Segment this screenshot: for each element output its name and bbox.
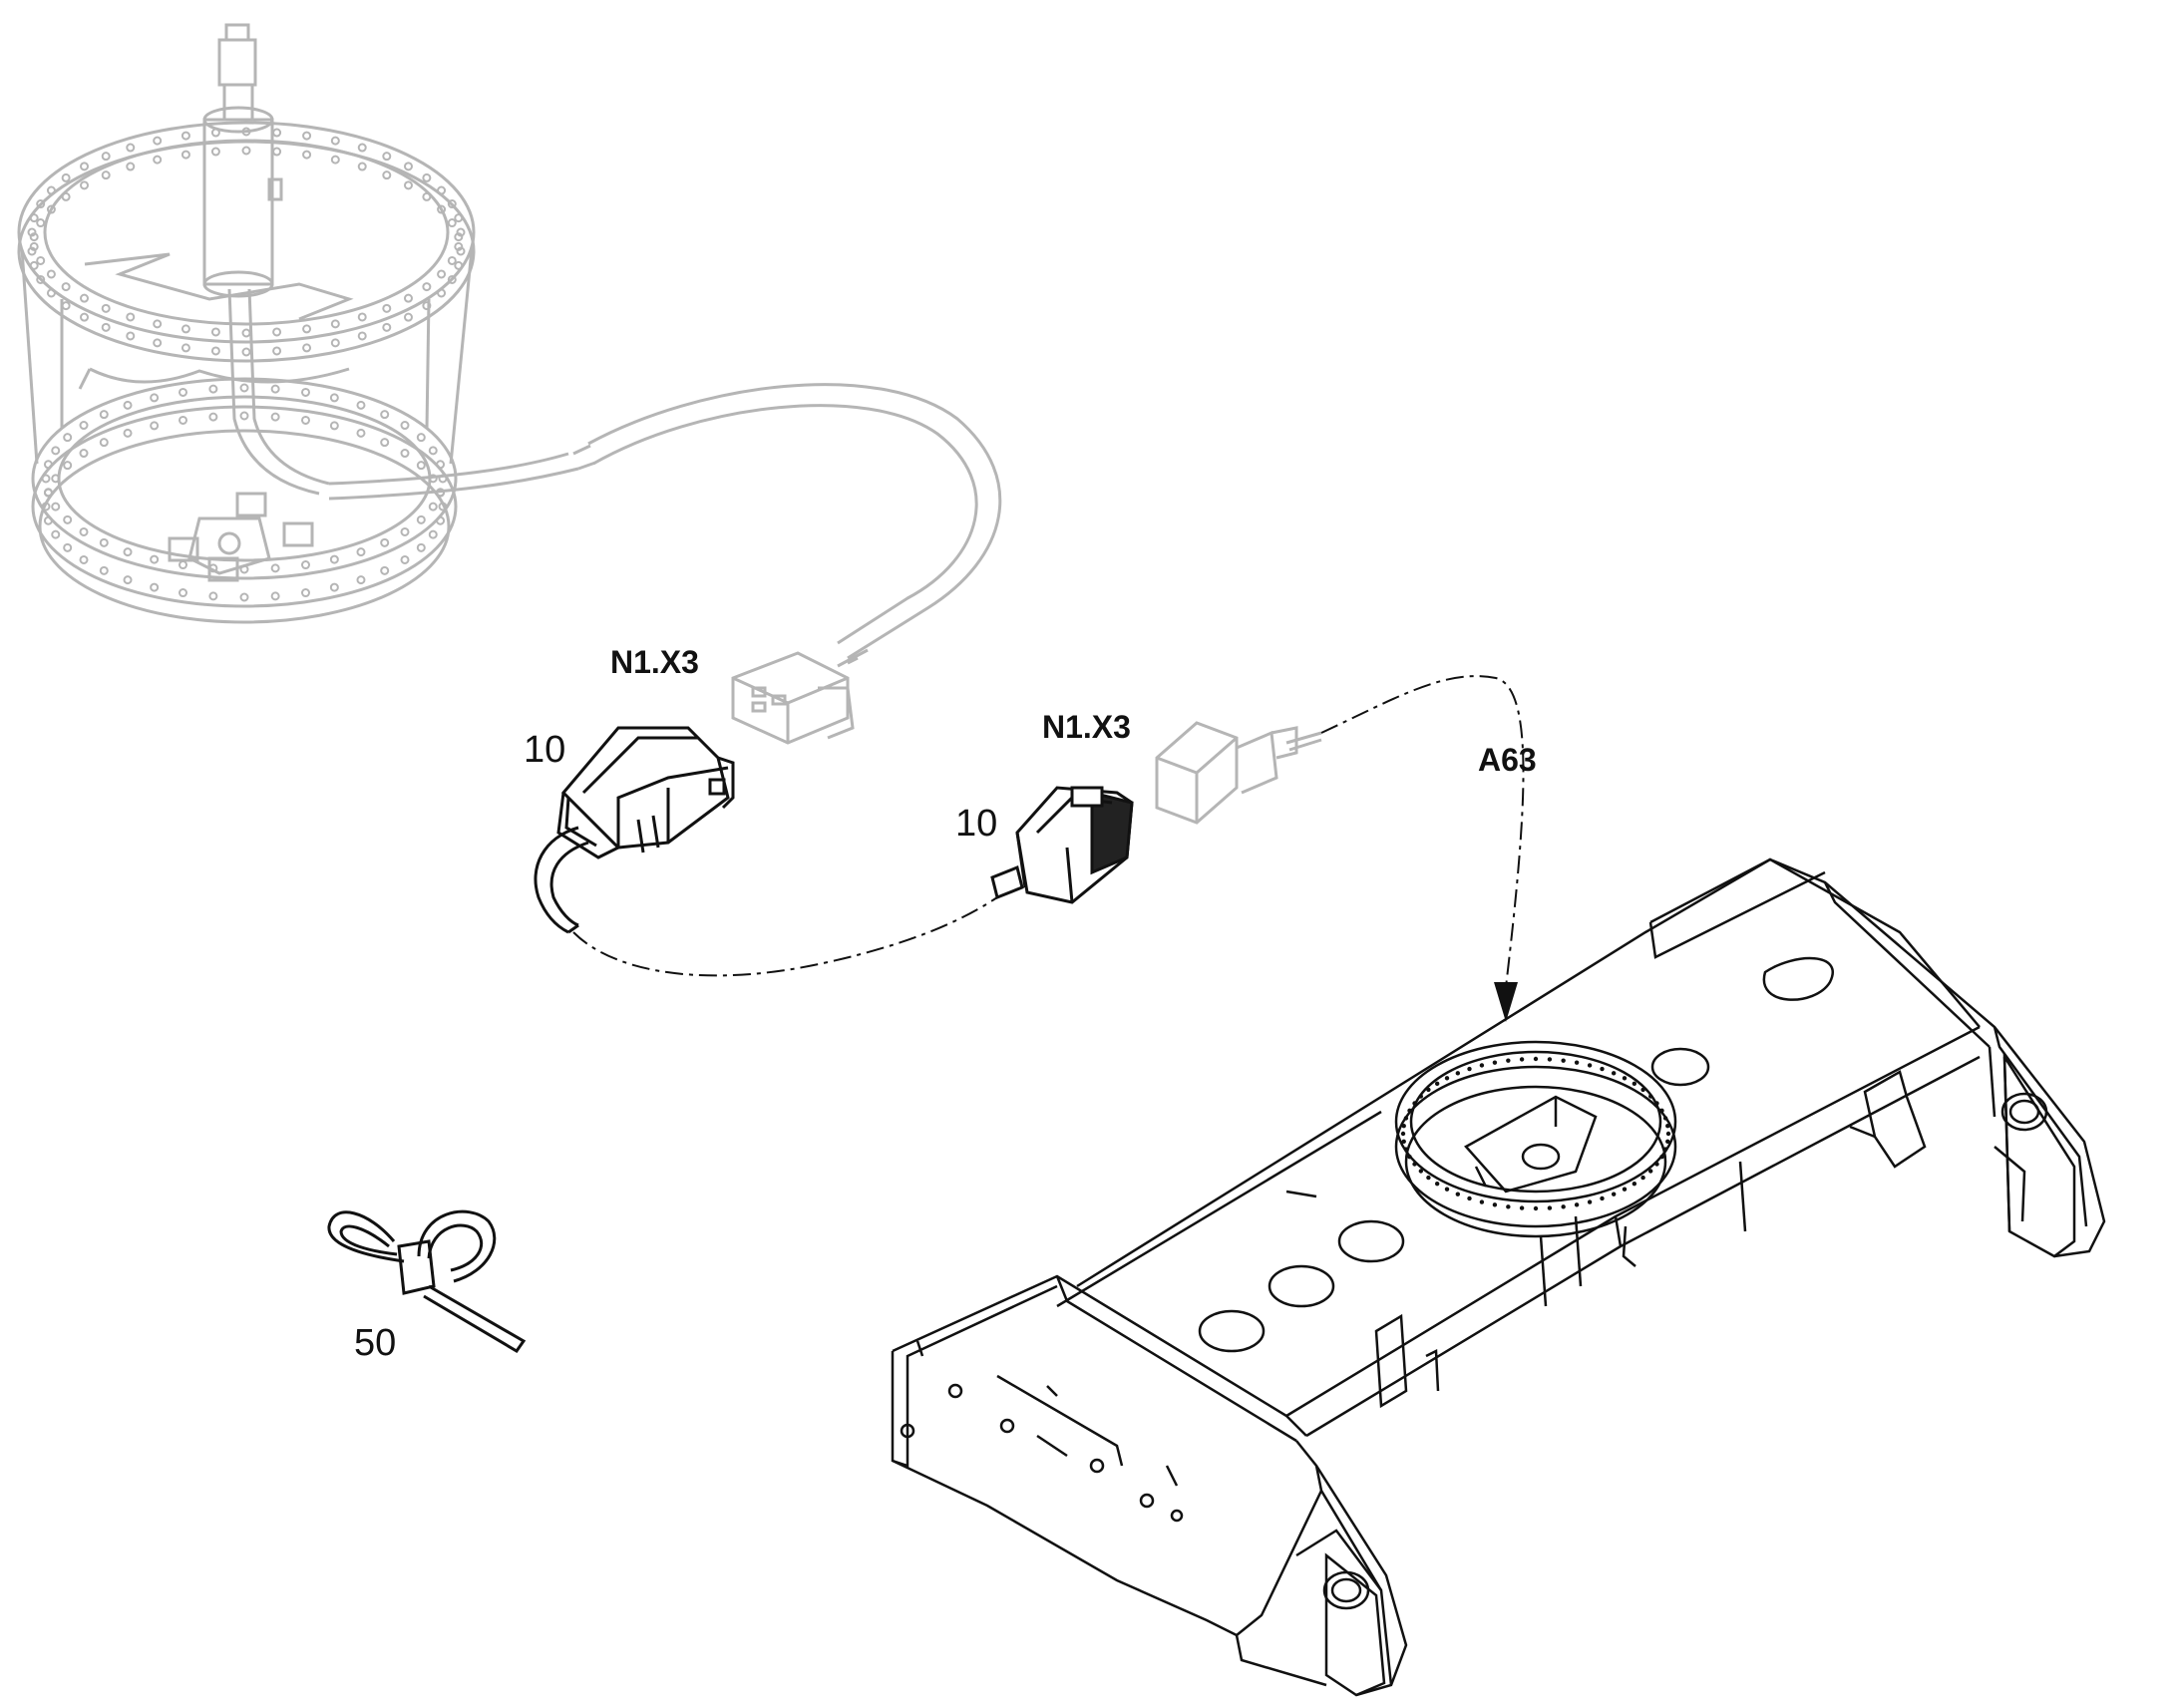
item-number-50: 50 bbox=[354, 1322, 397, 1364]
connector-label-mid: N1.X3 bbox=[1042, 709, 1131, 745]
target-label-a63: A63 bbox=[1478, 742, 1537, 778]
plug-connector-left bbox=[534, 726, 735, 934]
arrow-a63 bbox=[1494, 982, 1518, 1022]
swivel-housing bbox=[17, 23, 476, 624]
flange-bolt-holes bbox=[27, 127, 466, 602]
connector-label-top: N1.X3 bbox=[610, 644, 699, 680]
chassis-rivets bbox=[1400, 1056, 1671, 1211]
routing-lines bbox=[572, 675, 1525, 988]
plug-connector-mid bbox=[990, 786, 1134, 904]
socket-connector-top bbox=[731, 648, 869, 745]
item-number-10-top: 10 bbox=[524, 729, 566, 771]
socket-connector-mid bbox=[1155, 721, 1322, 825]
harness-cable bbox=[328, 383, 1002, 660]
cable-tie bbox=[327, 1209, 527, 1353]
chassis-frame bbox=[891, 857, 2106, 1697]
item-number-10-mid: 10 bbox=[955, 803, 998, 845]
